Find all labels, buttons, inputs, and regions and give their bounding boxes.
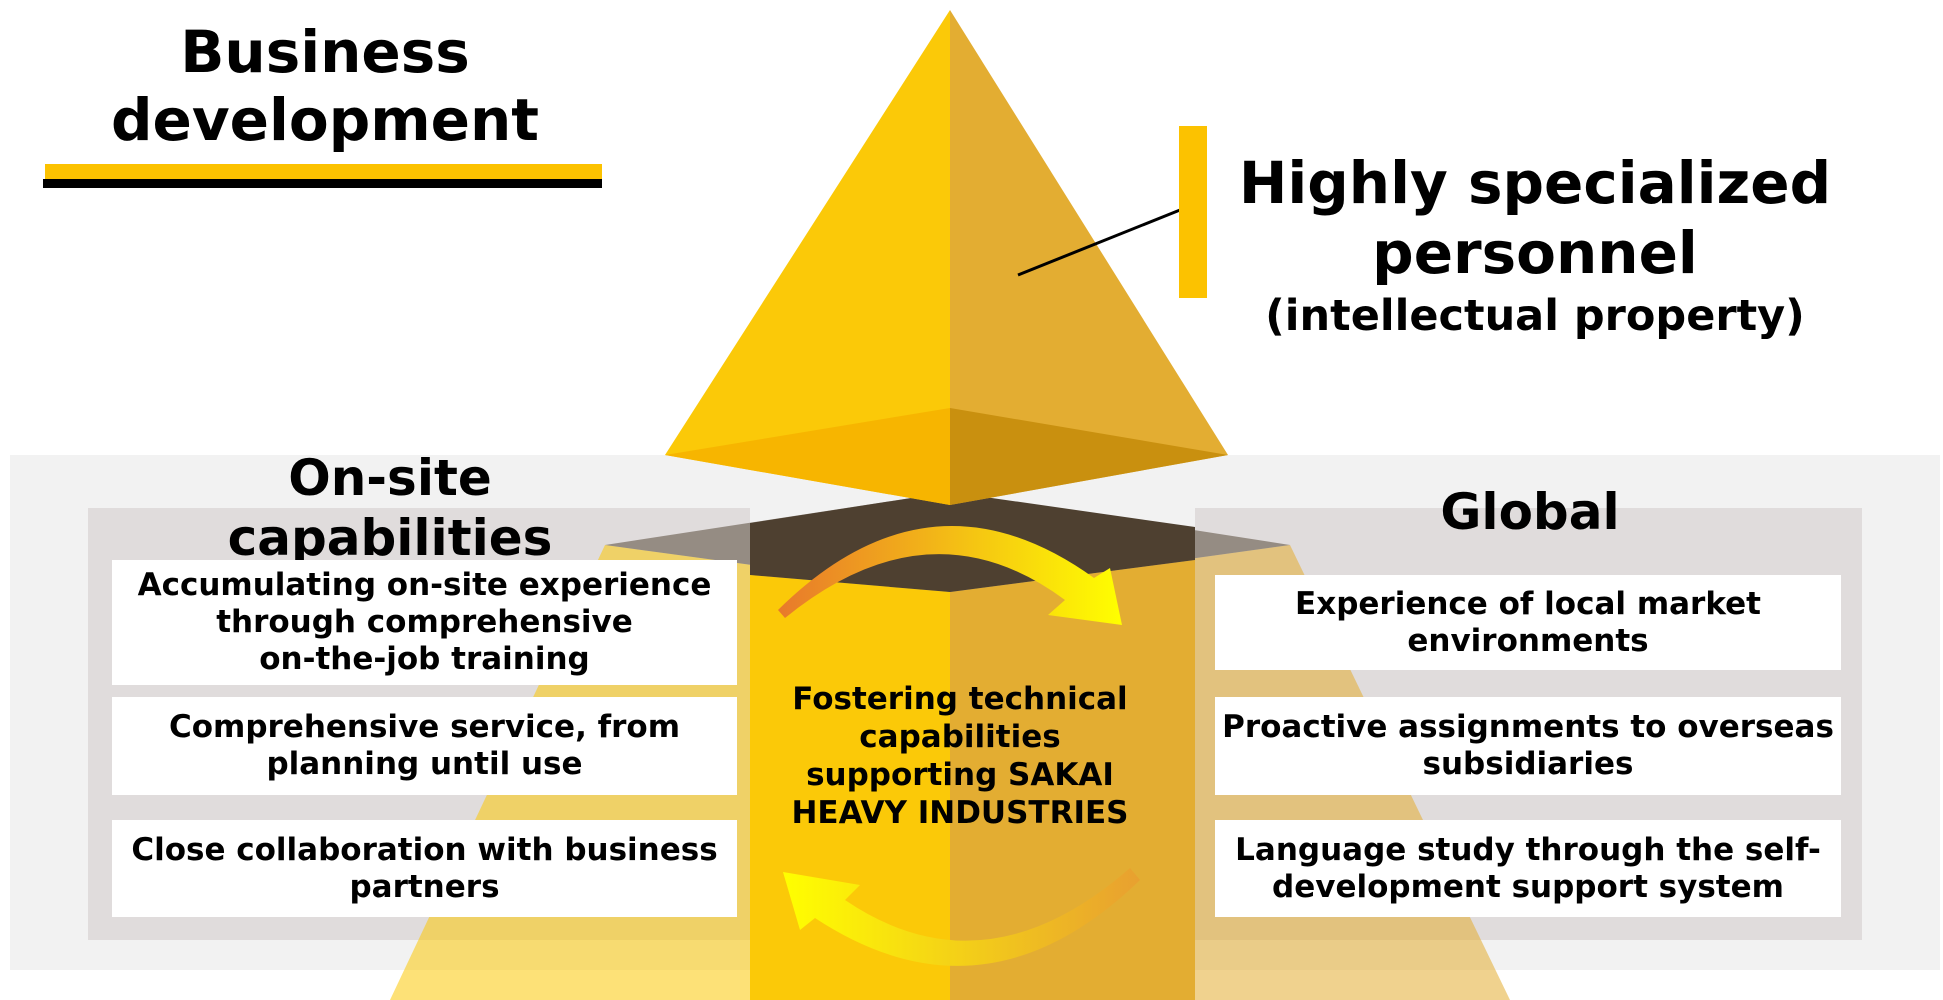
pyramid-right-bottom	[950, 408, 1228, 505]
right-heading: Global	[1380, 482, 1680, 542]
center-caption-line-2: capabilities	[859, 719, 1061, 755]
right-item-1: Experience of local market environments	[1215, 575, 1841, 670]
title-underline-black	[43, 179, 602, 188]
right-heading-text: Global	[1440, 483, 1620, 541]
left-heading: On-site capabilities	[190, 448, 590, 567]
apex-subtitle: (intellectual property)	[1265, 291, 1805, 341]
frustum-core-right	[950, 560, 1195, 1000]
right-item-3-line-2: development support system	[1272, 868, 1784, 905]
pyramid-left-bottom	[665, 408, 950, 505]
right-item-2-line-1: Proactive assignments to overseas	[1222, 709, 1834, 745]
right-item-1-line-2: environments	[1407, 622, 1649, 659]
apex-marker-bar	[1179, 126, 1207, 298]
right-item-2-line-2: subsidiaries	[1422, 746, 1634, 782]
cycle-arrow-bottom-icon	[783, 868, 1140, 966]
left-item-2-line-2: planning until use	[266, 746, 583, 782]
right-item-1-line-1: Experience of local market	[1295, 585, 1761, 622]
pyramid-right-face	[950, 10, 1228, 505]
leader-line	[1017, 208, 1181, 277]
left-item-1-line-2: through comprehensive	[216, 604, 633, 640]
title-underline-yellow	[45, 164, 602, 179]
left-item-3-line-1: Close collaboration with business	[131, 831, 718, 868]
pyramid-left-face	[665, 10, 950, 505]
center-caption-line-4: HEAVY INDUSTRIES	[791, 795, 1129, 831]
center-caption-line-3: supporting SAKAI	[806, 757, 1114, 793]
right-item-3: Language study through the self- develop…	[1215, 820, 1841, 917]
left-item-3-line-2: partners	[349, 868, 500, 905]
left-item-1-line-1: Accumulating on-site experience	[137, 567, 712, 603]
left-item-1: Accumulating on-site experience through …	[112, 560, 737, 685]
left-item-1-line-3: on-the-job training	[259, 641, 590, 677]
left-item-2-line-1: Comprehensive service, from	[168, 709, 681, 745]
right-item-2: Proactive assignments to overseas subsid…	[1215, 697, 1841, 795]
page-title-text: Business development	[110, 18, 540, 154]
right-item-3-line-1: Language study through the self-	[1235, 831, 1821, 868]
center-caption-line-1: Fostering technical	[792, 681, 1128, 717]
left-item-3: Close collaboration with business partne…	[112, 820, 737, 917]
left-item-2: Comprehensive service, from planning unt…	[112, 697, 737, 795]
left-heading-text: On-site capabilities	[227, 449, 553, 567]
center-caption: Fostering technical capabilities support…	[775, 680, 1145, 832]
apex-label: Highly specialized personnel (intellectu…	[1225, 148, 1845, 344]
cycle-arrow-top-icon	[778, 526, 1122, 625]
page-title: Business development	[40, 18, 610, 154]
apex-title: Highly specialized personnel	[1238, 149, 1832, 287]
